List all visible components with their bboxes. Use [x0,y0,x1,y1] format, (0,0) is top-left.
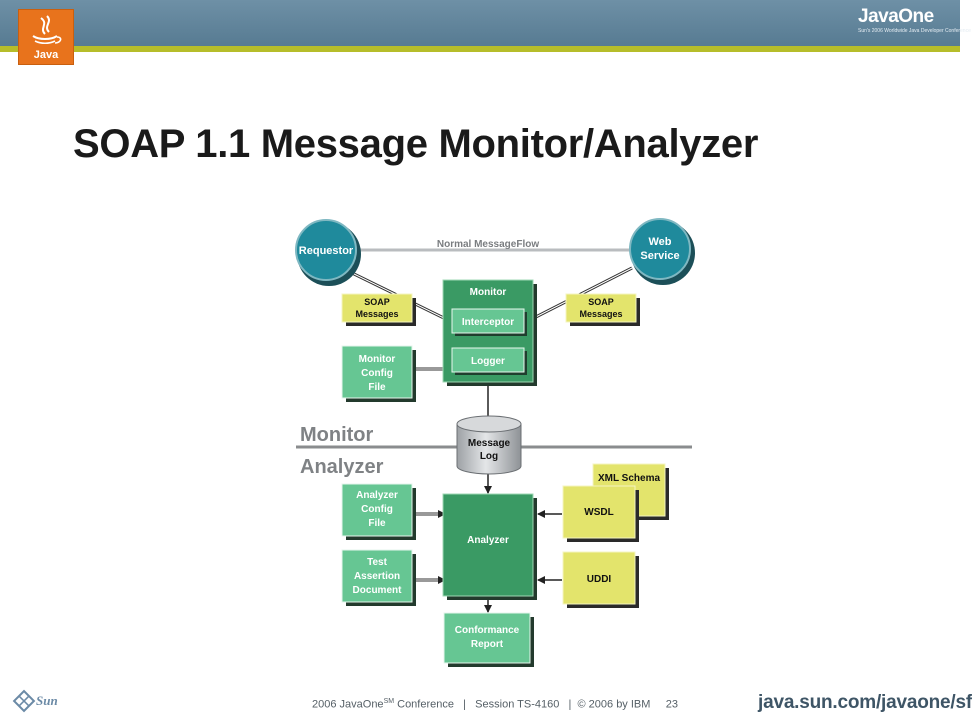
normal-flow-label: Normal MessageFlow [437,239,539,250]
sun-logo: Sun [12,689,66,713]
sun-logo-text: Sun [36,693,58,708]
footer-conference-prefix: 2006 JavaOne [312,698,384,711]
monitor-section-label: Monitor [300,424,374,446]
web-service-label-1: Web [648,236,671,248]
analyzer-config-file-box: Analyzer Config File [341,483,416,540]
message-log-line-2: Log [480,451,498,462]
java-logo-text: Java [34,49,59,61]
xml-schema-label: XML Schema [598,473,660,484]
soap-left-line-1: SOAP [364,297,390,307]
uddi-label: UDDI [587,574,612,585]
interceptor-label: Interceptor [462,317,514,328]
footer-url-link[interactable]: java.sun.com/javaone/sf [758,692,972,713]
analyzer-config-line-3: File [368,518,386,529]
footer-service-mark: SM [383,698,395,705]
wsdl-label: WSDL [584,507,613,518]
soap-messages-left-note: SOAP Messages [341,293,416,326]
requestor-label: Requestor [299,245,354,257]
logger-label: Logger [471,356,505,367]
java-logo: Java [18,9,74,65]
analyzer-box-label: Analyzer [467,535,509,546]
analyzer-box: Analyzer [442,493,537,600]
monitor-box: Monitor Interceptor Logger [442,279,537,386]
web-service-node: Web Service [629,218,695,285]
test-assertion-line-3: Document [353,585,403,596]
requestor-node: Requestor [295,219,361,286]
header-bar [0,0,960,46]
test-assertion-line-1: Test [367,557,387,568]
wsdl-note: WSDL [562,485,639,542]
soap-right-line-2: Messages [579,309,622,319]
soap-right-line-1: SOAP [588,297,614,307]
monitor-config-line-1: Monitor [359,354,396,365]
analyzer-section-label: Analyzer [300,456,384,478]
footer-conference-info: 2006 JavaOneSM Conference | Session TS-4… [312,698,678,711]
conformance-line-1: Conformance [455,625,520,636]
javaone-logo-text: JavaOne [858,6,934,27]
test-assertion-document-box: Test Assertion Document [341,549,416,606]
monitor-box-label: Monitor [470,287,507,298]
conformance-report-box: Conformance Report [443,612,534,667]
analyzer-config-line-1: Analyzer [356,490,398,501]
monitor-config-line-2: Config [361,368,393,379]
monitor-config-line-3: File [368,382,386,393]
slide-title: SOAP 1.1 Message Monitor/Analyzer [73,122,759,166]
monitor-config-file-box: Monitor Config File [341,345,416,402]
soap-messages-right-note: SOAP Messages [565,293,640,326]
web-service-label-2: Service [640,250,679,262]
message-log-line-1: Message [468,438,511,449]
javaone-logo: JavaOne Sun's 2006 Worldwide Java Develo… [858,6,971,40]
analyzer-config-line-2: Config [361,504,393,515]
uddi-note: UDDI [562,551,639,608]
header-stripe [0,46,960,52]
soap-left-line-2: Messages [355,309,398,319]
conformance-line-2: Report [471,639,504,650]
message-log-database: Message Log [456,415,522,475]
footer-session-info: Conference | Session TS-4160 | © 2006 by… [394,698,678,711]
javaone-tagline: Sun's 2006 Worldwide Java Developer Conf… [858,28,971,34]
test-assertion-line-2: Assertion [354,571,400,582]
